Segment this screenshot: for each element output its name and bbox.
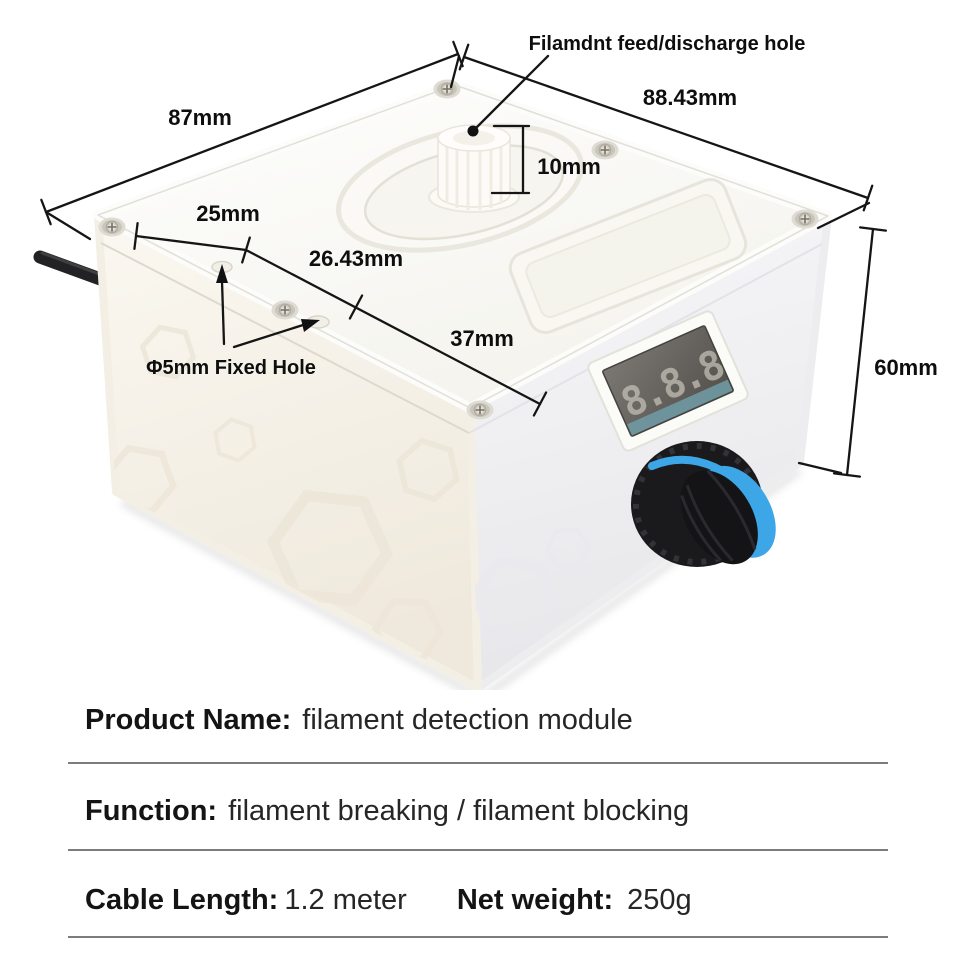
divider xyxy=(68,849,888,851)
divider xyxy=(68,936,888,938)
spec-value: filament breaking / filament blocking xyxy=(228,795,690,827)
display-window xyxy=(602,325,734,437)
screw xyxy=(97,216,127,238)
feed-hole-label: Filamdnt feed/discharge hole xyxy=(529,33,806,55)
control-knob xyxy=(631,441,776,567)
spec-value: 250g xyxy=(627,884,692,916)
dimension-60mm xyxy=(797,226,888,478)
dim-60mm-label: 60mm xyxy=(874,355,938,380)
leader-dot xyxy=(467,125,479,137)
dim-25mm-label: 25mm xyxy=(196,201,260,226)
feed-cylinder xyxy=(428,124,520,213)
screw xyxy=(432,78,462,100)
dimension-88-43mm xyxy=(458,43,874,230)
annotations xyxy=(40,40,888,478)
device-box: 8.8.8 xyxy=(93,78,833,690)
display-strip xyxy=(627,379,733,436)
spec-label: Function: xyxy=(85,795,218,827)
fixed-hole-arrows xyxy=(216,264,320,349)
dim-37mm-label: 37mm xyxy=(450,326,514,351)
screw xyxy=(790,208,820,230)
dimension-10mm xyxy=(490,124,531,195)
fixed-hole-label: Φ5mm Fixed Hole xyxy=(146,357,316,379)
spec-value: filament detection module xyxy=(302,704,633,736)
spec-label: Product Name: xyxy=(85,704,292,736)
product-diagram: 8.8.8 xyxy=(33,33,938,690)
box-lid-outline xyxy=(97,84,829,409)
dimension-chain-25-2643-37 xyxy=(133,221,548,417)
rect-recess xyxy=(508,178,748,334)
spec-row-product-name: Product Name: filament detection module xyxy=(85,701,633,739)
dim-10mm-label: 10mm xyxy=(537,154,601,179)
feed-hole-leader xyxy=(467,54,550,137)
segment-display: 8.8.8 xyxy=(587,310,749,452)
lid-seam-left xyxy=(100,242,470,434)
divider xyxy=(68,762,888,764)
screw xyxy=(465,399,495,421)
spec-row-function: Function: filament breaking / filament b… xyxy=(85,792,689,830)
spec-label: Cable Length: xyxy=(85,884,279,916)
spec-label: Net weight: xyxy=(456,884,614,916)
screw xyxy=(270,299,300,321)
spec-row-cable-weight: Cable Length: 1.2 meter Net weight: 250g xyxy=(85,881,692,919)
dim-8843mm-label: 88.43mm xyxy=(643,85,737,110)
dim-2643mm-label: 26.43mm xyxy=(309,246,403,271)
spec-value: 1.2 meter xyxy=(284,884,407,916)
dim-87mm-label: 87mm xyxy=(168,105,232,130)
